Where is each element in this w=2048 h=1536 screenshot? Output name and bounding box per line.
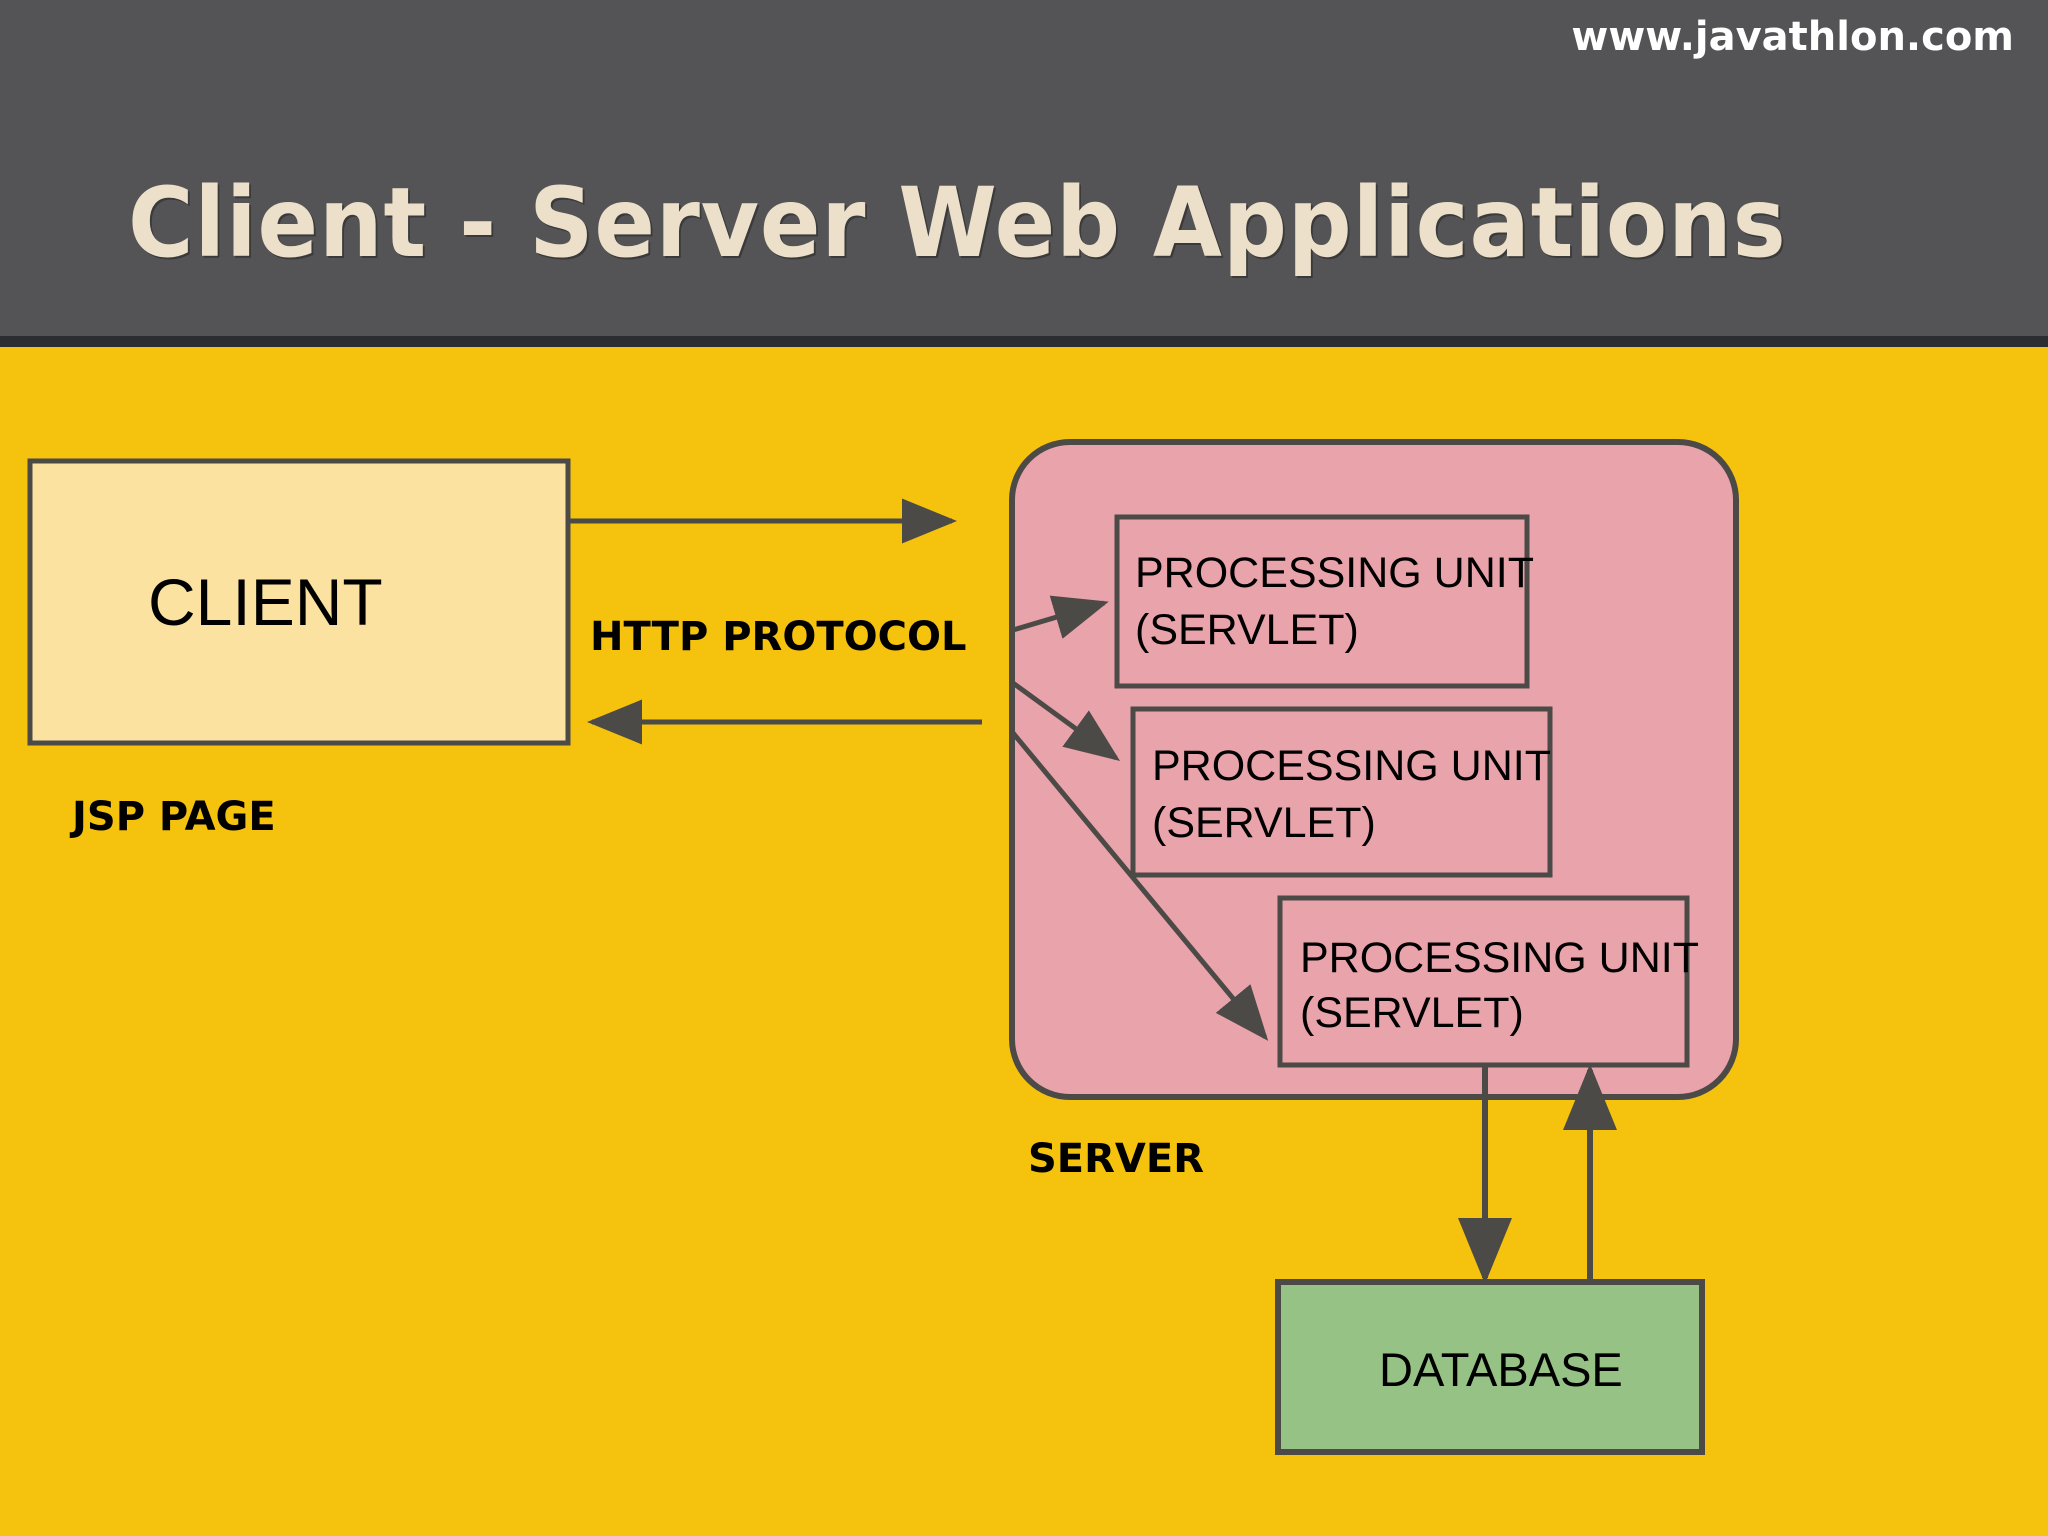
jsp-page-caption: JSP PAGE	[69, 794, 276, 840]
servlet-box-2[interactable]	[1130, 706, 1553, 878]
client-label: CLIENT	[148, 565, 383, 639]
servlet-3-line2: (SERVLET)	[1300, 989, 1524, 1037]
servlet-1-line2: (SERVLET)	[1135, 606, 1359, 654]
page-title: Client - Server Web Applications	[128, 167, 1787, 279]
servlet-2-line2: (SERVLET)	[1152, 799, 1376, 847]
database-label: DATABASE	[1379, 1343, 1623, 1396]
database-box[interactable]	[1275, 1279, 1705, 1455]
servlet-2-line1: PROCESSING UNIT	[1152, 742, 1551, 790]
client-box[interactable]	[27, 458, 571, 746]
servlet-box-3[interactable]	[1277, 895, 1690, 1068]
servlet-1-line1: PROCESSING UNIT	[1135, 549, 1534, 597]
edge-server-to-servlet-3	[1011, 731, 1269, 1041]
servlet-3-line1: PROCESSING UNIT	[1300, 934, 1699, 982]
server-container[interactable]	[1009, 439, 1739, 1100]
site-watermark: www.javathlon.com	[1571, 14, 2014, 60]
header-divider	[0, 336, 2048, 347]
slide-header-bar	[0, 0, 2048, 336]
servlet-box-1[interactable]	[1114, 514, 1530, 689]
edge-server-to-servlet-1	[1012, 595, 1109, 639]
server-caption: SERVER	[1028, 1136, 1204, 1182]
http-protocol-label: HTTP PROTOCOL	[590, 614, 966, 660]
edge-server-to-servlet-2	[1011, 680, 1121, 761]
